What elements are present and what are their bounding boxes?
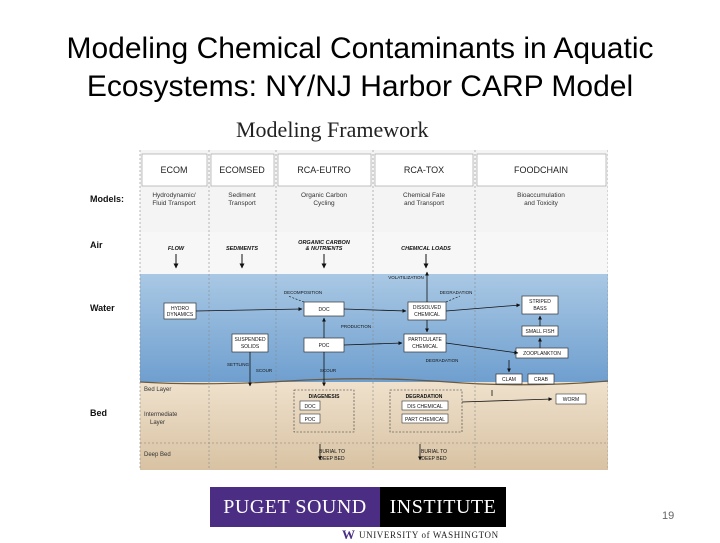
box-hydrodynamics-2: DYNAMICS <box>167 312 194 318</box>
model-rca-tox: RCA-TOX <box>404 165 444 175</box>
label-decomposition: DECOMPOSITION <box>284 290 322 295</box>
bed-box-dis-chemical: DIS CHEMICAL <box>407 404 443 410</box>
box-dissolved-chemical-1: DISSOLVED <box>413 305 442 311</box>
air-flow-label: FLOW <box>168 246 185 252</box>
label-burial-1a: BURIAL TO <box>319 449 345 455</box>
model-desc-tox-2: and Transport <box>404 200 444 207</box>
bed-box-worm: WORM <box>563 397 579 403</box>
box-dissolved-chemical-2: CHEMICAL <box>414 312 440 318</box>
label-scour-2: SCOUR <box>320 368 337 373</box>
row-label-intermediate-2: Layer <box>150 420 165 426</box>
label-burial-2a: BURIAL TO <box>421 449 447 455</box>
air-chemical-loads-label: CHEMICAL LOADS <box>401 246 451 252</box>
label-production: PRODUCTION <box>341 324 371 329</box>
row-label-intermediate-1: Intermediate <box>144 412 178 418</box>
box-crab: CRAB <box>534 377 549 383</box>
box-striped-bass-2: BASS <box>533 306 547 312</box>
model-rca-eutro: RCA-EUTRO <box>297 165 351 175</box>
label-diagenesis: DIAGENESIS <box>309 394 341 400</box>
box-zooplankton: ZOOPLANKTON <box>523 351 561 357</box>
air-zone <box>140 232 608 274</box>
bed-box-poc: POC <box>305 417 316 423</box>
box-poc: POC <box>319 343 330 349</box>
box-suspended-solids-1: SUSPENDED <box>234 337 266 343</box>
box-striped-bass-1: STRIPED <box>529 299 551 305</box>
model-ecomsed: ECOMSED <box>219 165 265 175</box>
air-organic-carbon-label-1: ORGANIC CARBON <box>298 240 351 246</box>
model-foodchain: FOODCHAIN <box>514 165 568 175</box>
uw-name: UNIVERSITY of WASHINGTON <box>359 530 499 540</box>
water-bed-interface <box>139 378 608 386</box>
model-desc-foodchain-2: and Toxicity <box>524 200 559 207</box>
box-clam: CLAM <box>502 377 516 383</box>
bed-zone <box>140 382 608 470</box>
label-burial-2b: DEEP BED <box>421 456 447 462</box>
box-particulate-chemical-1: PARTICULATE <box>408 337 442 343</box>
air-organic-carbon-label-2: & NUTRIENTS <box>306 246 343 252</box>
label-degradation-top: DEGRADATION <box>440 290 473 295</box>
label-burial-1b: DEEP BED <box>319 456 345 462</box>
row-label-deep-bed: Deep Bed <box>144 452 171 458</box>
model-desc-tox-1: Chemical Fate <box>403 192 445 199</box>
label-degradation-bed: DEGRADATION <box>406 394 443 400</box>
box-suspended-solids-2: SOLIDS <box>241 344 260 350</box>
model-desc-ecom-2: Fluid Transport <box>152 200 196 207</box>
label-degradation-mid: DEGRADATION <box>426 358 459 363</box>
model-desc-ecomsed-1: Sediment <box>228 192 256 199</box>
label-scour-1: SCOUR <box>256 368 273 373</box>
box-hydrodynamics-1: HYDRO <box>171 306 189 312</box>
uw-signature: W UNIVERSITY of WASHINGTON <box>342 527 499 542</box>
model-desc-eutro-1: Organic Carbon <box>301 192 347 199</box>
row-label-water: Water <box>90 303 115 313</box>
box-particulate-chemical-2: CHEMICAL <box>412 344 438 350</box>
row-label-models: Models: <box>90 194 124 204</box>
logo-right-text: INSTITUTE <box>380 487 506 527</box>
framework-title: Modeling Framework <box>236 117 429 142</box>
page-number: 19 <box>662 510 675 522</box>
bed-box-part-chemical: PART CHEMICAL <box>405 417 445 423</box>
model-desc-foodchain-1: Bioaccumulation <box>517 192 565 199</box>
row-label-air: Air <box>90 240 103 250</box>
logo-left-text: PUGET SOUND <box>210 487 380 527</box>
row-label-bed: Bed <box>90 408 107 418</box>
box-doc: DOC <box>318 307 330 313</box>
uw-w-mark: W <box>342 527 355 542</box>
label-settling: SETTLING <box>227 362 250 367</box>
puget-sound-institute-logo: PUGET SOUND INSTITUTE <box>210 487 506 527</box>
box-small-fish: SMALL FISH <box>526 329 555 335</box>
model-desc-ecom-1: Hydrodynamic/ <box>152 192 196 199</box>
model-ecom: ECOM <box>161 165 188 175</box>
row-label-bed-layer: Bed Layer <box>144 387 171 393</box>
model-desc-ecomsed-2: Transport <box>228 200 256 207</box>
air-sediments-label: SEDIMENTS <box>226 246 258 252</box>
bed-box-doc: DOC <box>304 404 316 410</box>
model-desc-eutro-2: Cycling <box>313 200 335 207</box>
modeling-framework-diagram: ECOM ECOMSED RCA-EUTRO RCA-TOX FOODCHAIN… <box>90 150 608 470</box>
label-volatilization: VOLATILIZATION <box>388 275 424 280</box>
slide-title: Modeling Chemical Contaminants in Aquati… <box>66 32 654 103</box>
